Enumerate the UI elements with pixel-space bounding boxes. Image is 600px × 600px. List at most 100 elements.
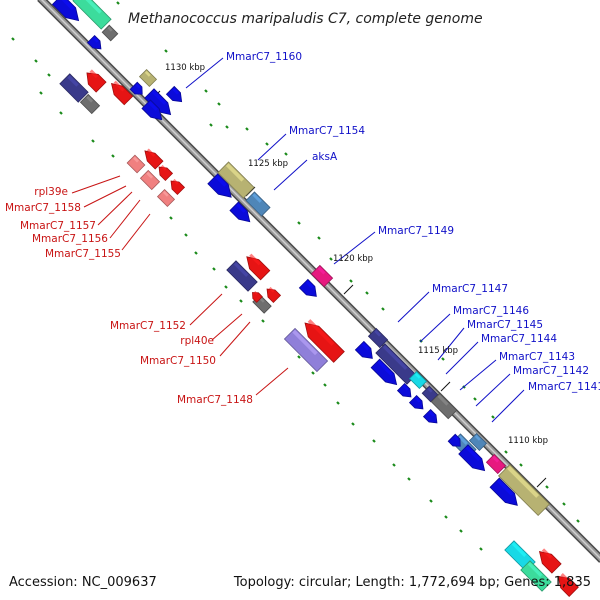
gene-arrow[interactable] <box>139 169 161 191</box>
gene-label[interactable]: aksA <box>312 151 338 163</box>
gc-dash <box>329 257 333 261</box>
tick-label-1110: 1110 kbp <box>508 436 548 446</box>
gene-highlight <box>92 36 99 43</box>
gene-highlight <box>233 262 249 277</box>
gene-arrow[interactable] <box>72 0 112 30</box>
gene-highlight <box>113 80 125 92</box>
gene-arrow[interactable] <box>497 463 551 517</box>
gene-arrow[interactable] <box>283 327 329 373</box>
gene-arrow[interactable] <box>264 286 282 304</box>
gene-arrow[interactable] <box>126 154 146 174</box>
gene-arrow[interactable] <box>458 444 489 475</box>
gene-highlight <box>382 345 408 370</box>
gc-content-track <box>11 1 580 551</box>
gene-label[interactable]: MmarC7_1146 <box>453 305 529 317</box>
gene-highlight <box>361 342 370 351</box>
gene-label[interactable]: rpl40e <box>180 335 214 347</box>
gc-dash <box>194 251 198 255</box>
gene-arrow[interactable] <box>59 73 89 103</box>
gc-dash <box>504 450 508 454</box>
gene-label[interactable]: MmarC7_1142 <box>513 365 589 377</box>
gene-label[interactable]: MmarC7_1144 <box>481 333 557 345</box>
gene-arrow[interactable] <box>489 477 522 510</box>
gene-label[interactable]: MmarC7_1149 <box>378 225 454 237</box>
gene-label[interactable]: MmarC7_1141 <box>528 381 600 393</box>
gene-arrow[interactable] <box>101 24 119 42</box>
gene-arrow[interactable] <box>396 382 415 401</box>
gene-arrow[interactable] <box>421 385 439 403</box>
gene-highlight <box>474 434 481 441</box>
gene-label[interactable]: MmarC7_1143 <box>499 351 575 363</box>
gc-dash <box>392 463 396 467</box>
gene-highlight <box>215 175 227 187</box>
gene-label[interactable]: MmarC7_1160 <box>226 51 302 63</box>
tick-label-1120: 1120 kbp <box>333 254 373 264</box>
gene-arrow[interactable] <box>250 290 263 303</box>
gene-arrow[interactable] <box>298 278 320 300</box>
gene-highlight <box>541 548 553 559</box>
gene-highlight <box>458 435 468 445</box>
gene-arrow[interactable] <box>468 432 488 452</box>
gene-highlight <box>146 171 154 179</box>
gene-label[interactable]: rpl39e <box>34 186 68 198</box>
gene-label[interactable]: MmarC7_1157 <box>20 220 96 232</box>
gc-dash <box>444 515 448 519</box>
gene-arrow[interactable] <box>226 260 258 292</box>
gene-arrow[interactable] <box>129 81 146 98</box>
gene-label[interactable]: MmarC7_1148 <box>177 394 253 406</box>
gc-dash <box>491 415 495 419</box>
gene-arrow[interactable] <box>430 392 458 420</box>
gene-arrow[interactable] <box>422 408 441 427</box>
gene-arrow[interactable] <box>165 85 185 105</box>
gene-arrow[interactable] <box>79 93 101 115</box>
gene-label[interactable]: MmarC7_1156 <box>32 233 108 245</box>
gene-arrow[interactable] <box>168 178 186 196</box>
gene-highlight <box>437 394 449 406</box>
leader-mmarc7-1157 <box>97 191 133 226</box>
gene-arrow[interactable] <box>245 191 271 217</box>
leader-mmarc7-1154 <box>257 133 287 161</box>
gene-arrow[interactable] <box>138 68 158 88</box>
gene-highlight <box>225 163 245 182</box>
leader-rpl39e <box>71 175 121 194</box>
gene-label[interactable]: MmarC7_1154 <box>289 125 365 137</box>
gene-arrow[interactable] <box>447 433 464 450</box>
gene-label[interactable]: MmarC7_1145 <box>467 319 543 331</box>
gene-arrow[interactable] <box>354 340 376 362</box>
gene-arrow[interactable] <box>156 188 176 208</box>
gene-arrow[interactable] <box>141 147 164 170</box>
gene-arrow[interactable] <box>485 453 507 475</box>
gc-dash <box>365 291 369 295</box>
gene-arrow[interactable] <box>310 264 334 288</box>
gene-arrow[interactable] <box>207 173 236 202</box>
gene-arrow[interactable] <box>375 343 417 385</box>
gene-arrow[interactable] <box>408 370 428 390</box>
gc-dash <box>381 307 385 311</box>
gene-arrow[interactable] <box>367 327 389 349</box>
gc-dash <box>562 502 566 506</box>
gene-arrow[interactable] <box>141 99 166 124</box>
gene-highlight <box>236 203 246 213</box>
gene-arrow[interactable] <box>51 0 83 26</box>
gc-dash <box>317 236 321 240</box>
gene-arrow[interactable] <box>86 34 105 53</box>
tick-1120 <box>343 284 354 295</box>
tick-1110 <box>536 477 547 488</box>
gene-label[interactable]: MmarC7_1155 <box>45 248 121 260</box>
gene-arrow[interactable] <box>229 201 254 226</box>
gene-arrow[interactable] <box>408 394 427 413</box>
gene-highlight <box>253 291 258 295</box>
gene-arrow[interactable] <box>156 164 174 182</box>
gc-dash <box>59 111 63 115</box>
gene-arrow[interactable] <box>520 560 552 592</box>
gene-arrow[interactable] <box>217 161 255 199</box>
gene-label[interactable]: MmarC7_1150 <box>140 355 216 367</box>
gene-arrow[interactable] <box>144 88 175 119</box>
gene-label[interactable]: MmarC7_1147 <box>432 283 508 295</box>
gene-label[interactable]: MmarC7_1158 <box>5 202 81 214</box>
gene-highlight <box>453 435 459 441</box>
gene-highlight <box>67 75 79 87</box>
gc-dash <box>441 357 445 361</box>
gene-arrow[interactable] <box>370 358 401 389</box>
gene-label[interactable]: MmarC7_1152 <box>110 320 186 332</box>
